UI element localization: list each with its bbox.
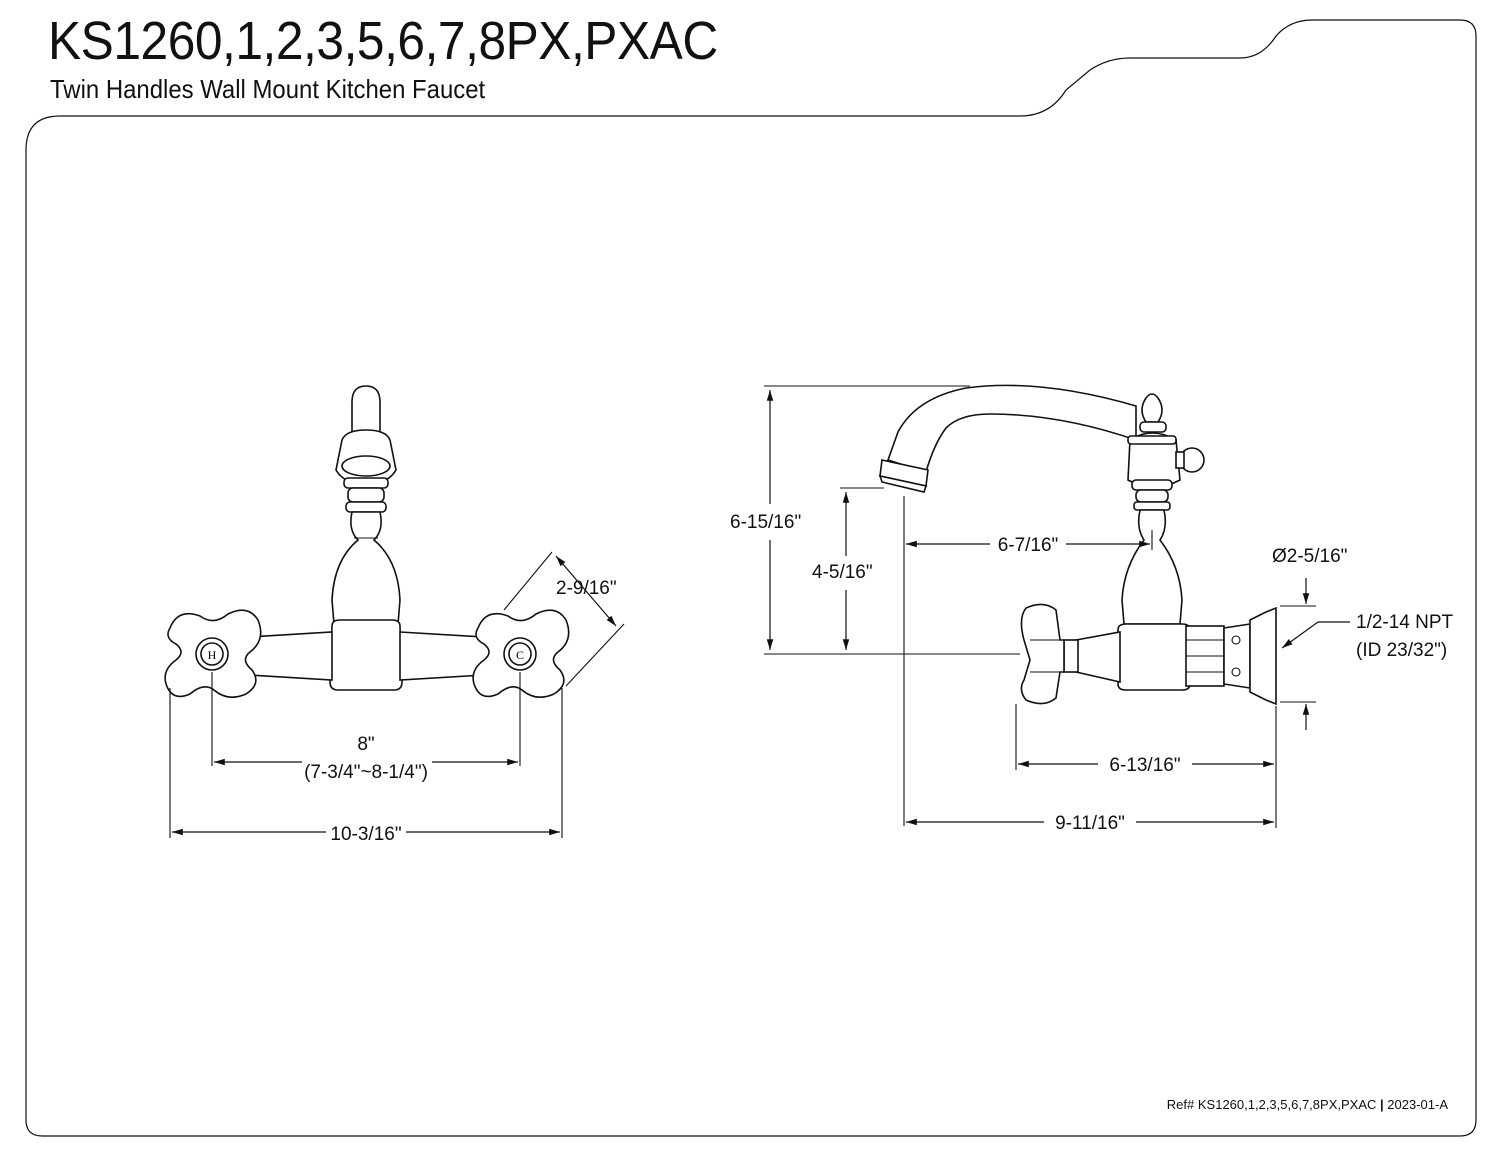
dim-overall-projection: 9-11/16" [1055, 813, 1125, 834]
reference-separator: | [1380, 1097, 1384, 1112]
dim-overall-height: 6-15/16" [730, 512, 801, 533]
dim-thread-id: (ID 23/32") [1356, 640, 1447, 661]
dim-thread-size: 1/2-14 NPT [1356, 612, 1454, 633]
side-view-drawing [878, 384, 1277, 706]
dim-center-range: (7-3/4"~8-1/4") [304, 762, 428, 783]
dim-spout-reach: 6-7/16" [998, 535, 1059, 556]
sheet-frame [25, 19, 1477, 1137]
cold-mark: C [516, 648, 524, 662]
dim-center-distance: 8" [357, 734, 374, 755]
hot-mark: H [208, 648, 217, 662]
side-view-dimensions [764, 385, 1350, 828]
reference-number: Ref# KS1260,1,2,3,5,6,7,8PX,PXAC [1166, 1097, 1377, 1112]
front-view-dimensions [169, 551, 625, 838]
dim-handle-projection: 6-13/16" [1109, 755, 1180, 776]
product-subtitle: Twin Handles Wall Mount Kitchen Faucet [50, 74, 486, 104]
revision-code: 2023-01-A [1387, 1097, 1448, 1112]
reference-footer: Ref# KS1260,1,2,3,5,6,7,8PX,PXAC | 2023-… [1167, 1097, 1448, 1112]
dim-overall-width: 10-3/16" [330, 824, 401, 845]
model-title: KS1260,1,2,3,5,6,7,8PX,PXAC [48, 11, 718, 71]
front-view-drawing: H C [164, 385, 570, 698]
dim-handle-width: 2-9/16" [556, 578, 617, 599]
dim-spout-height: 4-5/16" [812, 562, 873, 583]
dim-flange-diameter: Ø2-5/16" [1272, 546, 1347, 567]
